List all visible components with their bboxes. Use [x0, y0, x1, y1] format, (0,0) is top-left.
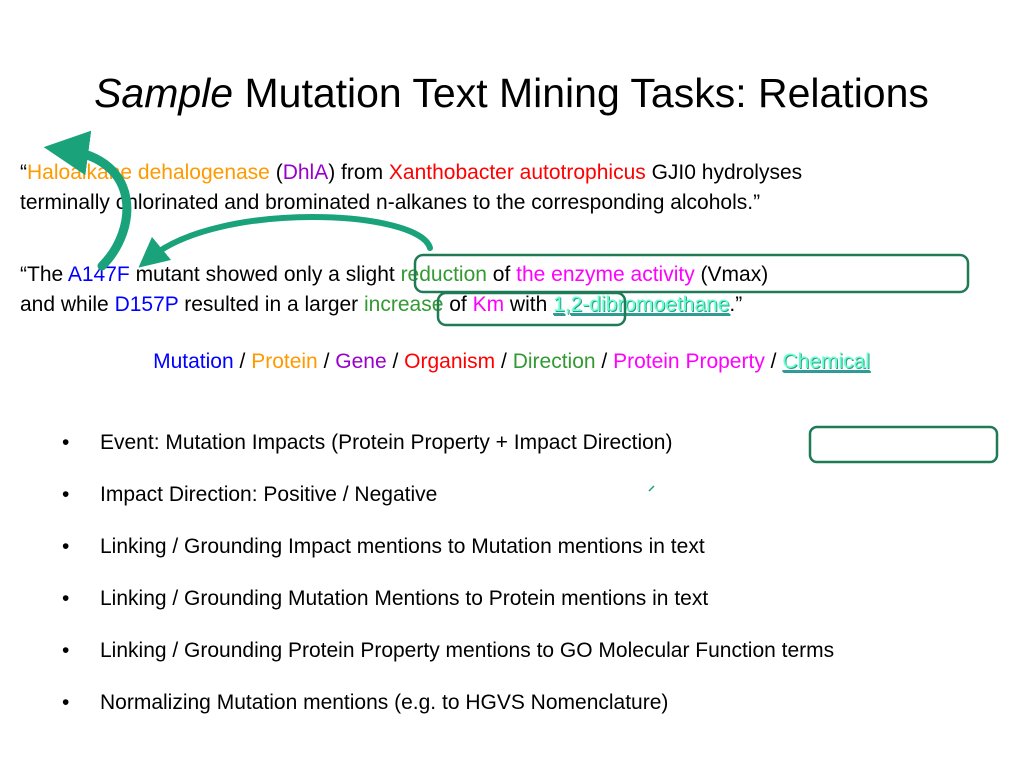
- chemical-mention: 1,2-dibromoethane: [553, 293, 730, 316]
- legend-protein-property: Protein Property: [613, 350, 765, 373]
- text-fragment: with: [504, 293, 554, 316]
- example2-line2: and while D157P resulted in a larger inc…: [20, 290, 742, 320]
- legend-mutation: Mutation: [153, 350, 234, 373]
- bullet-item: • Normalizing Mutation mentions (e.g. to …: [60, 688, 1010, 740]
- text-fragment: (: [269, 161, 283, 184]
- entity-legend: Mutation / Protein / Gene / Organism / D…: [0, 347, 1023, 377]
- bullet-text: Linking / Grounding Impact mentions to M…: [100, 535, 705, 558]
- direction-mention-reduction: reduction: [400, 263, 487, 286]
- bullet-item: • Linking / Grounding Impact mentions to …: [60, 532, 1010, 584]
- property-mention-km: Km: [472, 293, 505, 316]
- slide-title: Sample Mutation Text Mining Tasks: Relat…: [0, 68, 1023, 118]
- bullet-item: • Impact Direction: Positive / Negative: [60, 480, 1010, 532]
- direction-mention-increase: increase: [364, 293, 444, 316]
- bullet-dot-icon: •: [62, 431, 70, 454]
- open-quote: “: [20, 161, 27, 184]
- title-italic: Sample: [94, 70, 234, 116]
- bullet-item: • Linking / Grounding Protein Property me…: [60, 636, 1010, 688]
- mutation-mention-a147f: A147F: [67, 263, 130, 286]
- bullet-text: Event: Mutation Impacts (Protein Propert…: [100, 431, 673, 454]
- text-fragment: “The: [20, 263, 68, 286]
- legend-chemical: Chemical: [782, 350, 870, 373]
- bullet-item: • Event: Mutation Impacts (Protein Proper…: [60, 428, 1010, 480]
- bullet-text: Linking / Grounding Protein Property men…: [100, 639, 835, 662]
- example2-line1: “The A147F mutant showed only a slight r…: [20, 260, 768, 290]
- legend-protein: Protein: [251, 350, 318, 373]
- organism-mention: Xanthobacter autotrophicus: [388, 161, 646, 184]
- bullet-dot-icon: •: [62, 587, 70, 610]
- impact-to-mutation-arrow: [138, 214, 433, 268]
- legend-organism: Organism: [404, 350, 496, 373]
- title-rest: Mutation Text Mining Tasks: Relations: [233, 70, 929, 116]
- text-fragment: (Vmax): [694, 263, 769, 286]
- legend-direction: Direction: [512, 350, 596, 373]
- bullet-dot-icon: •: [62, 639, 70, 662]
- legend-separator: /: [386, 350, 405, 373]
- legend-separator: /: [595, 350, 614, 373]
- text-fragment: GJI0 hydrolyses: [645, 161, 803, 184]
- mutation-mention-d157p: D157P: [114, 293, 179, 316]
- bullet-text: Linking / Grounding Mutation Mentions to…: [100, 587, 709, 610]
- gene-mention: DhlA: [282, 161, 329, 184]
- bullet-dot-icon: •: [62, 691, 70, 714]
- bullet-item: • Linking / Grounding Mutation Mentions t…: [60, 584, 1010, 636]
- text-fragment: ) from: [328, 161, 389, 184]
- legend-separator: /: [764, 350, 783, 373]
- bullet-dot-icon: •: [62, 535, 70, 558]
- text-fragment: resulted in a larger: [178, 293, 365, 316]
- text-fragment: slight: [345, 263, 401, 286]
- bullet-dot-icon: •: [62, 483, 70, 506]
- property-mention-enzyme-activity: the enzyme activity: [516, 263, 695, 286]
- text-fragment: of: [443, 293, 473, 316]
- protein-mention: Haloalkane dehalogenase: [27, 161, 270, 184]
- task-bullet-list: • Event: Mutation Impacts (Protein Proper…: [60, 428, 1010, 740]
- bullet-text: Impact Direction: Positive / Negative: [100, 483, 438, 506]
- text-fragment: of: [486, 263, 517, 286]
- example1-line2: terminally chlorinated and brominated n-…: [20, 191, 761, 214]
- legend-separator: /: [233, 350, 252, 373]
- example1-line1: “Haloalkane dehalogenase (DhlA) from Xan…: [20, 158, 802, 188]
- legend-separator: /: [317, 350, 336, 373]
- text-fragment: mutant showed only a: [129, 263, 346, 286]
- text-fragment: and while: [20, 293, 115, 316]
- text-fragment: .”: [729, 293, 743, 316]
- legend-separator: /: [495, 350, 513, 373]
- legend-gene: Gene: [335, 350, 387, 373]
- bullet-text: Normalizing Mutation mentions (e.g. to H…: [100, 691, 669, 714]
